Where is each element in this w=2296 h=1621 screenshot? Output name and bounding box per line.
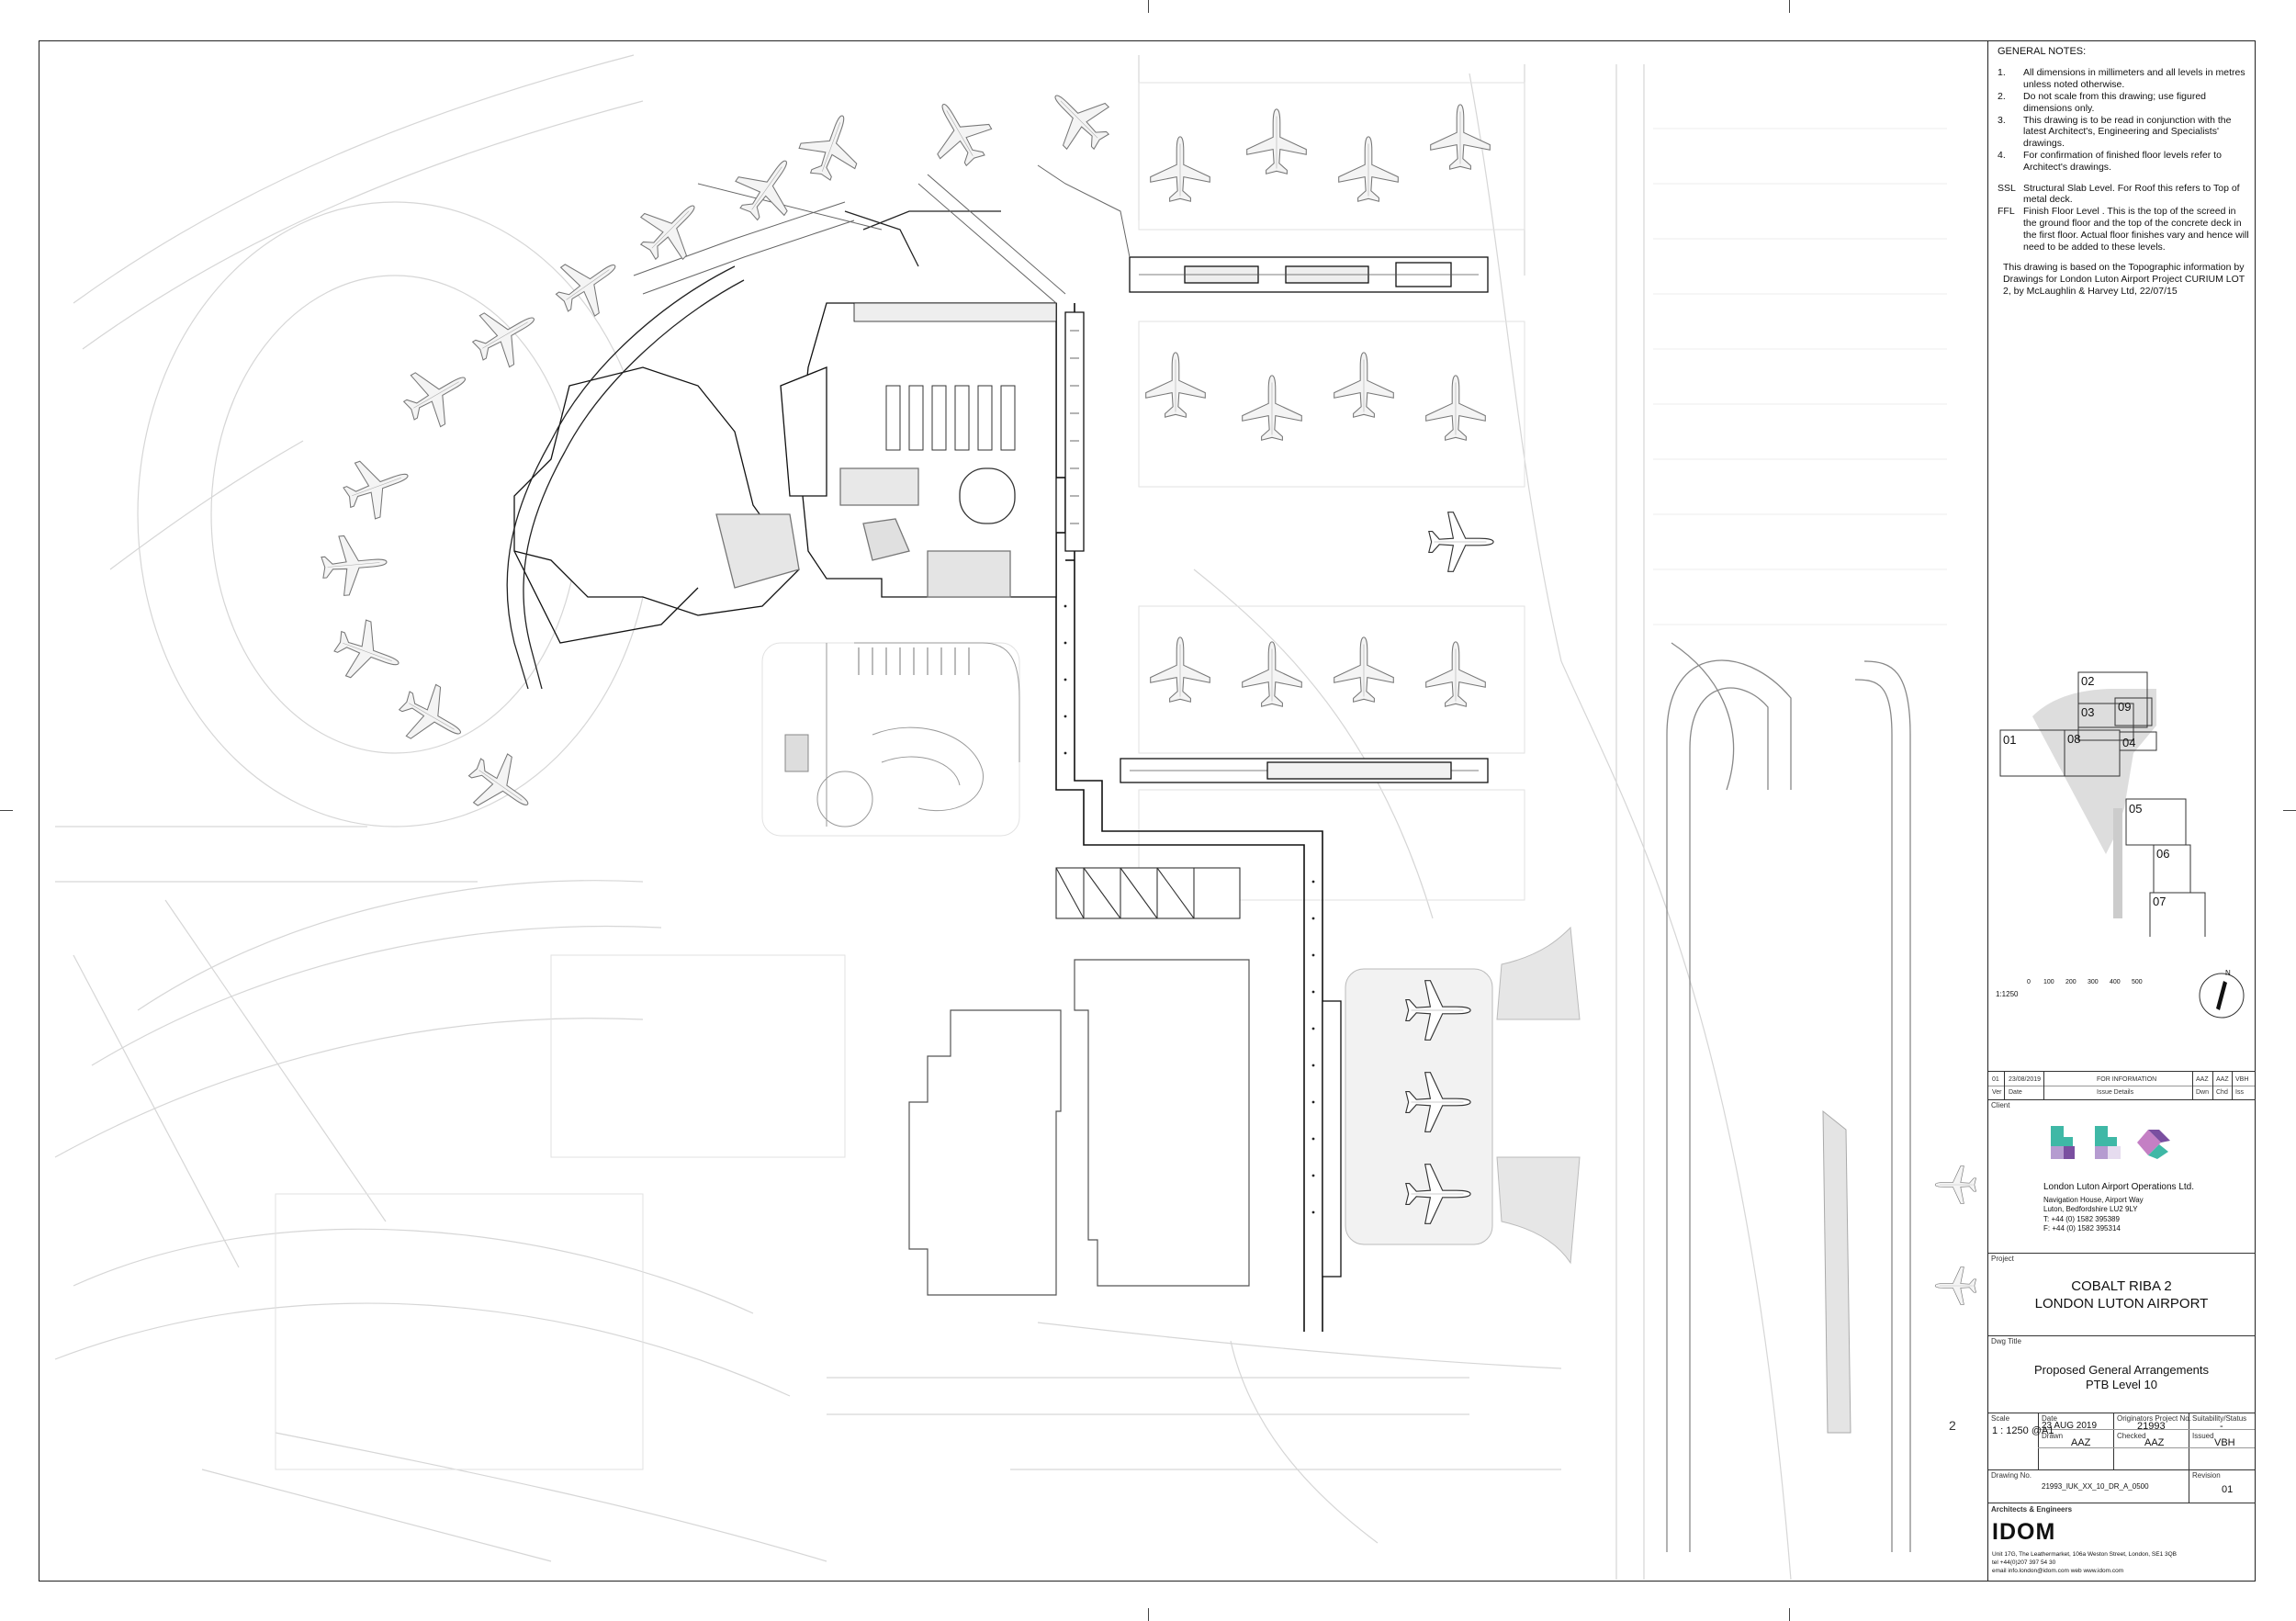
checked-by: AAZ	[2144, 1437, 2165, 1448]
drawn-by: AAZ	[2071, 1437, 2091, 1448]
client-logo	[2051, 1126, 2170, 1159]
client-name: London Luton Airport Operations Ltd.	[2043, 1182, 2195, 1192]
multi-storey-buildings	[908, 959, 1250, 1296]
topographic-note: This drawing is based on the Topographic…	[2003, 262, 2245, 297]
architect-label: Architects & Engineers	[1991, 1505, 2073, 1514]
revision-number: 01	[2222, 1484, 2234, 1495]
keyplan-label: 09	[2118, 700, 2131, 714]
access-road-loop	[1666, 642, 1911, 1552]
keyplan-label: 03	[2081, 705, 2094, 719]
edge-number: 2	[1949, 1418, 1956, 1433]
south-pier	[1120, 758, 1489, 783]
drawing-sheet-border	[39, 40, 2256, 1582]
note-item: 2.Do not scale from this drawing; use fi…	[1998, 91, 2207, 114]
drawing-number: 21993_IUK_XX_10_DR_A_0500	[2042, 1482, 2149, 1491]
keyplan-label: 01	[2003, 733, 2016, 747]
trim-mark	[1148, 0, 1149, 13]
suitability-status: -	[2220, 1421, 2223, 1432]
project-label: Project	[1991, 1255, 2014, 1263]
date-value: 23 AUG 2019	[2042, 1421, 2098, 1431]
project-title: COBALT RIBA 2 LONDON LUTON AIRPORT	[2034, 1278, 2209, 1311]
originator-project-number: 21993	[2137, 1421, 2166, 1432]
faint-grid-lines	[1653, 128, 1947, 625]
scale-bar: 1:1250 0 100 200 300 400 500	[1996, 979, 2143, 998]
scale-value: 1 : 1250 @A1	[1992, 1425, 2054, 1436]
keyplan-label: 08	[2067, 732, 2080, 746]
keyplan-label: 05	[2129, 802, 2142, 816]
svg-text:N: N	[2225, 969, 2231, 977]
north-walkway	[633, 164, 1131, 304]
note-item: 4.For confirmation of finished floor lev…	[1998, 149, 2222, 173]
title-block: GENERAL NOTES: 1.All dimensions in milli…	[1987, 40, 2256, 1582]
trim-mark	[1789, 0, 1790, 13]
trim-mark	[1148, 1608, 1149, 1621]
column-grid-markers	[1064, 604, 1315, 1214]
aircraft-stands-middle	[1145, 352, 1494, 707]
client-label: Client	[1991, 1101, 2010, 1109]
general-notes-heading: GENERAL NOTES:	[1998, 46, 2087, 57]
keyplan-label: 07	[2153, 895, 2166, 908]
note-item: 1.All dimensions in millimeters and all …	[1998, 67, 2245, 91]
southern-stand-area	[1322, 926, 1581, 1278]
trim-mark	[2283, 810, 2296, 811]
trim-mark	[1789, 1608, 1790, 1621]
key-plan: 01 02 03 09 08 04 05 06 07	[1999, 671, 2206, 937]
main-terminal-building	[798, 302, 1085, 598]
bus-shelter-hatched	[784, 734, 809, 772]
drawing-title-label: Dwg Title	[1991, 1337, 2021, 1345]
rail-building-outline	[1055, 867, 1241, 919]
keyplan-label: 06	[2156, 847, 2169, 861]
general-notes: GENERAL NOTES: 1.All dimensions in milli…	[1998, 46, 2250, 298]
client-address: Navigation House, Airport Way Luton, Bed…	[2043, 1196, 2144, 1233]
architect-address: Unit 17G, The Leathermarket, 106a Weston…	[1992, 1551, 2178, 1574]
north-arrow-icon: N	[2199, 969, 2245, 1019]
issued-by: VBH	[2214, 1437, 2235, 1448]
site-plan-drawing: 2	[54, 54, 1976, 1580]
scale-ratio: 1:1250	[1996, 990, 2019, 998]
faint-site-linework	[54, 54, 1792, 1580]
road-hatched-verge	[1822, 1109, 1851, 1434]
forecourt-car-park	[816, 642, 1020, 827]
western-terminal-complex	[513, 366, 827, 644]
curved-gate-pier	[506, 210, 1001, 690]
drawing-title: Proposed General Arrangements PTB Level …	[2033, 1363, 2210, 1392]
note-item: 3.This drawing is to be read in conjunct…	[1998, 114, 2232, 150]
trim-mark	[0, 810, 13, 811]
idom-logo: IDOM	[1992, 1519, 2056, 1545]
drawing-info-grid: Scale 1 : 1250 @A1 Date 23 AUG 2019 Orig…	[1988, 1413, 2255, 1504]
revision-table: 01 23/08/2019 FOR INFORMATION AAZ AAZ VB…	[1988, 1072, 2255, 1099]
keyplan-label: 02	[2081, 674, 2094, 688]
keyplan-label: 04	[2122, 736, 2135, 749]
north-pier	[1129, 256, 1489, 293]
